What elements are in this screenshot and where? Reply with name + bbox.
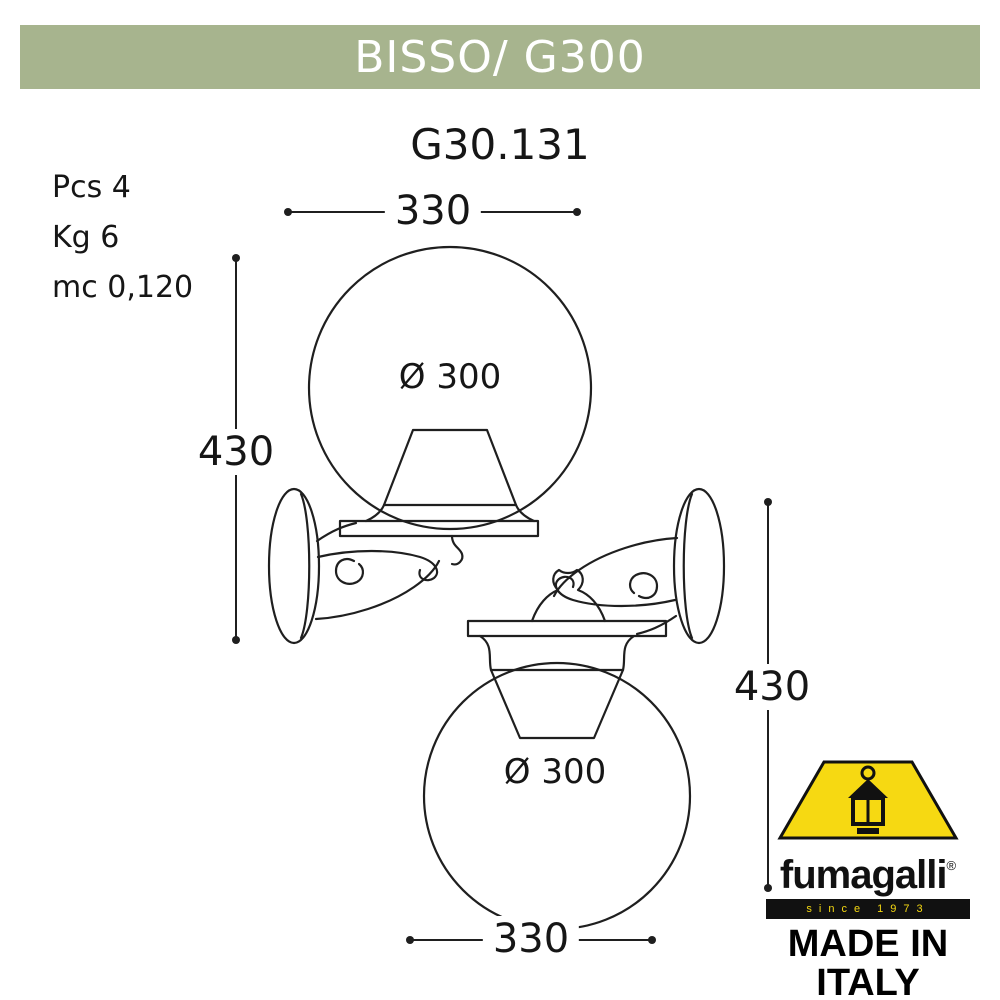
registered-mark: ® bbox=[946, 858, 957, 873]
top-lamp-drawing bbox=[267, 245, 593, 645]
product-series-title: BISSO/ G300 bbox=[354, 31, 646, 83]
lantern-icon bbox=[848, 765, 888, 834]
globe-bottom-diameter-label: Ø 300 bbox=[503, 752, 607, 792]
bottom-lamp-drawing bbox=[422, 487, 726, 931]
spec-mc: mc 0,120 bbox=[52, 270, 194, 305]
brand-name: fumagalli bbox=[779, 853, 948, 897]
made-in-line: MADE IN bbox=[787, 923, 949, 965]
globe-top-diameter-label: Ø 300 bbox=[398, 357, 502, 397]
dim-left-height: 430 bbox=[187, 429, 285, 475]
spec-kg: Kg 6 bbox=[52, 220, 120, 255]
spec-pcs: Pcs 4 bbox=[52, 170, 131, 205]
dim-bottom-width: 330 bbox=[482, 916, 580, 962]
header-banner: BISSO/ G300 bbox=[20, 25, 980, 89]
spec-list: Pcs 4 Kg 6 mc 0,120 bbox=[52, 170, 193, 320]
brand-wordmark: fumagalli® bbox=[766, 844, 970, 897]
dim-right-height: 430 bbox=[723, 664, 821, 710]
product-code: G30.131 bbox=[410, 120, 590, 169]
since-strip: since 1973 bbox=[766, 899, 970, 919]
dim-top-width: 330 bbox=[384, 188, 482, 234]
fumagalli-logo: fumagalli® since 1973 MADE IN ITALY bbox=[766, 752, 970, 1000]
dimension-lines bbox=[232, 208, 772, 944]
made-in-italy: MADE IN ITALY bbox=[766, 925, 970, 1000]
italy-line: ITALY bbox=[816, 961, 920, 1000]
logo-roof bbox=[777, 760, 959, 840]
